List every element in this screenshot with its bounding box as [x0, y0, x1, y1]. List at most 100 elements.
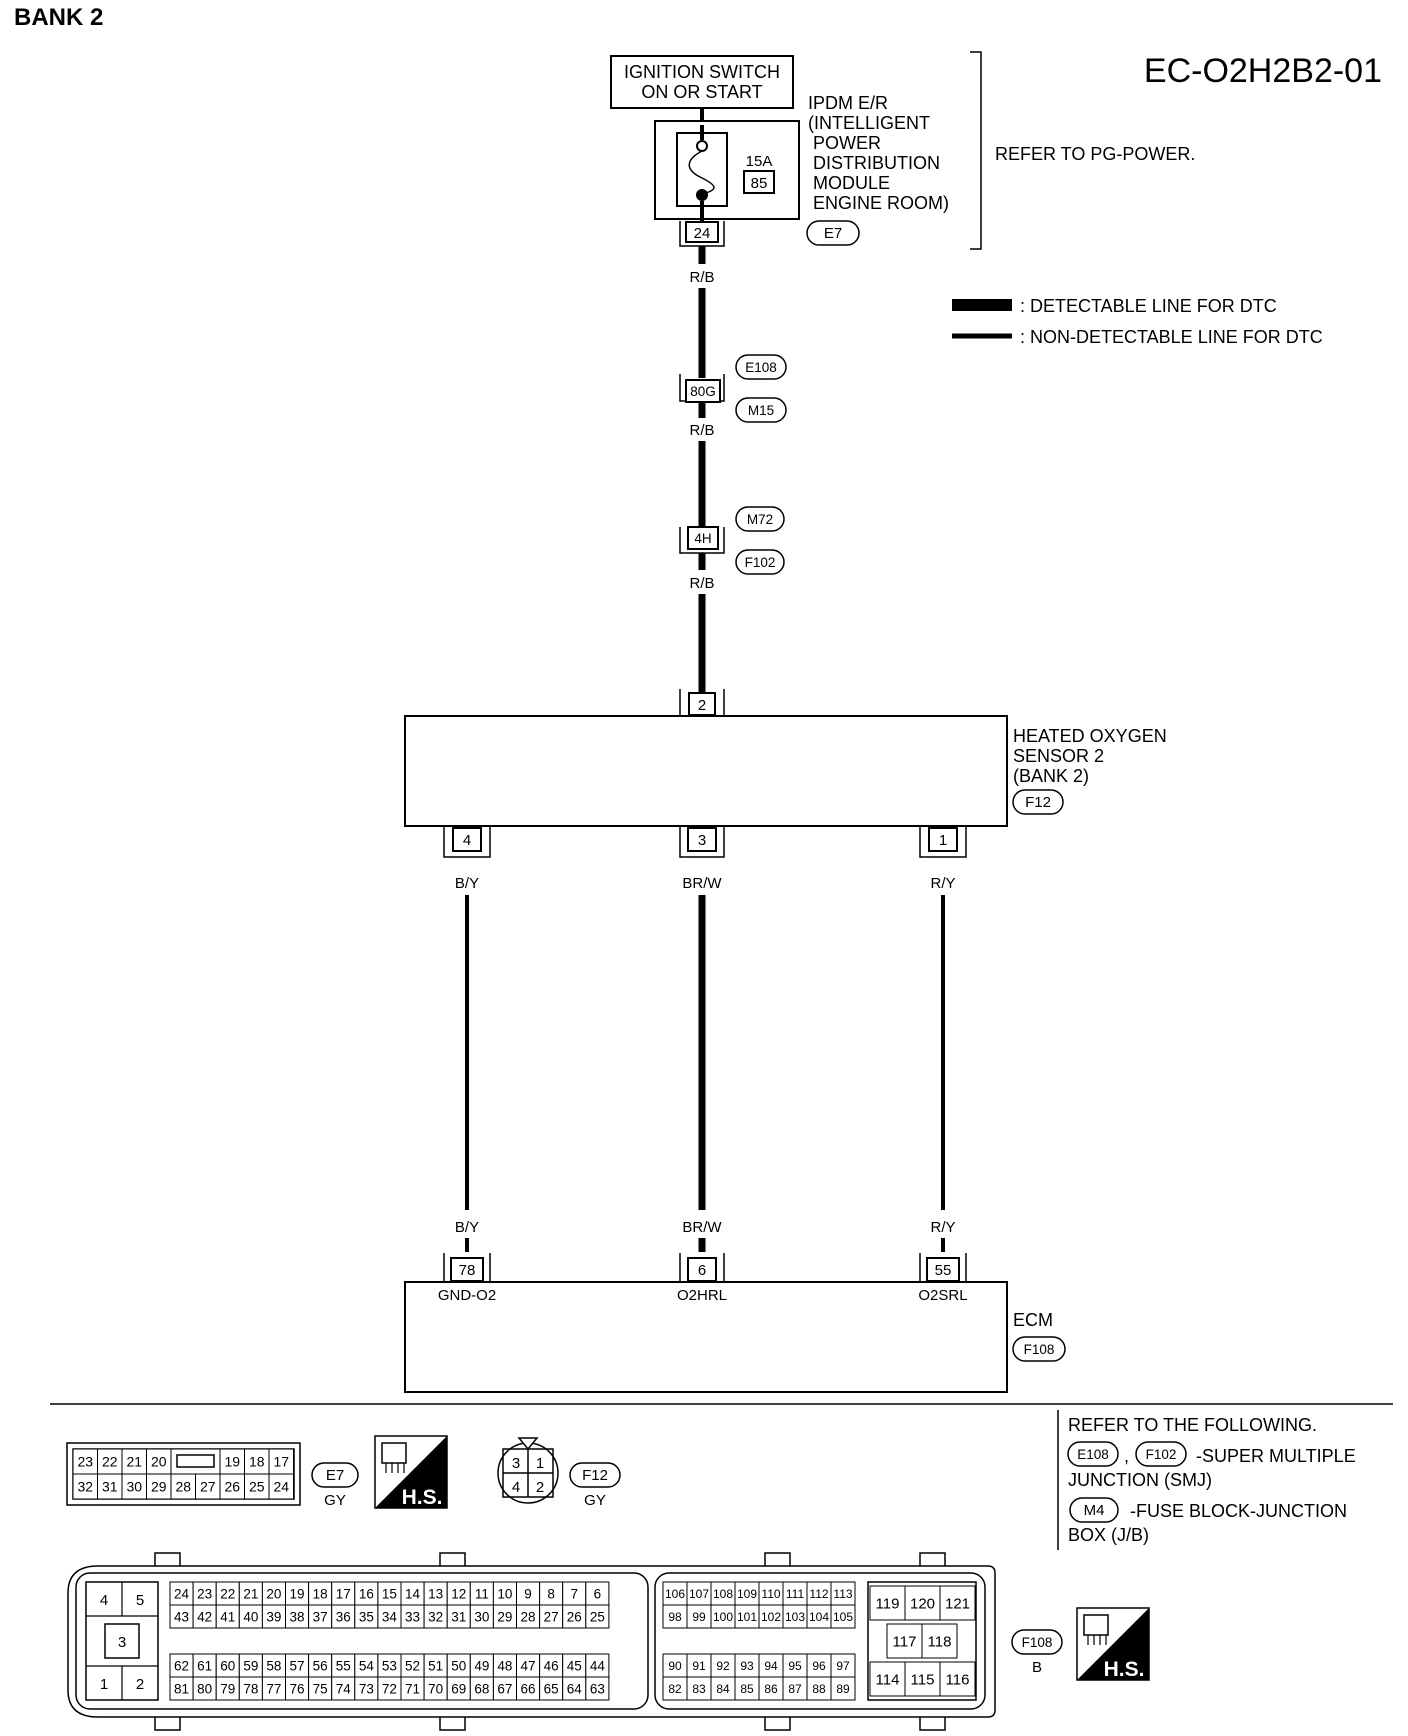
- f108-pin-label: 61: [197, 1658, 212, 1673]
- connector-f12-face-label: F12: [582, 1467, 608, 1484]
- f108-pin-label: 52: [405, 1658, 420, 1673]
- legend-non-detectable: : NON-DETECTABLE LINE FOR DTC: [1020, 327, 1323, 347]
- f108-pin-label: 79: [220, 1681, 235, 1696]
- diagram-code: EC-O2H2B2-01: [1144, 52, 1382, 90]
- svg-text:(BANK 2): (BANK 2): [1013, 766, 1089, 786]
- svg-text:1: 1: [536, 1455, 544, 1472]
- f108-pin-label: 32: [428, 1609, 443, 1624]
- power-wire-color-1: R/B: [689, 269, 714, 286]
- f108-pin-label: 9: [524, 1586, 532, 1601]
- f108-pin-label: 82: [668, 1682, 682, 1696]
- svg-text:H.S.: H.S.: [1104, 1658, 1145, 1681]
- f108-pin-label: 54: [359, 1658, 375, 1673]
- f108-pin-label: 47: [521, 1658, 536, 1673]
- ecm-pin-55: 55: [919, 1253, 967, 1283]
- f108-pin-label: 97: [836, 1659, 850, 1673]
- sensor-pin-1: 1: [919, 826, 967, 858]
- ecm-pin-name-o2srl: O2SRL: [918, 1287, 967, 1304]
- f108-pin-label: 57: [290, 1658, 305, 1673]
- f108-pin-label: 118: [928, 1633, 952, 1650]
- f108-pin-label: 59: [243, 1658, 258, 1673]
- f108-pin-label: 72: [382, 1681, 397, 1696]
- f108-pin-label: 112: [809, 1587, 828, 1601]
- svg-text:4: 4: [463, 832, 471, 849]
- f108-pin-label: 121: [945, 1595, 970, 1612]
- e7-pin-label: 22: [102, 1454, 118, 1470]
- ecm-pin-name-o2hrl: O2HRL: [677, 1287, 727, 1304]
- wire-color-brw-top: BR/W: [682, 875, 722, 892]
- ipdm-module: 15A 85: [654, 120, 800, 233]
- f108-pin-label: 35: [359, 1609, 374, 1624]
- f108-pin-label: 36: [336, 1609, 351, 1624]
- wire-color-ry-bottom: R/Y: [930, 1219, 955, 1236]
- e7-pin: [244, 1473, 270, 1500]
- svg-text:SENSOR 2: SENSOR 2: [1013, 746, 1104, 766]
- e7-pin-label: 18: [249, 1454, 265, 1470]
- ignition-label-2: ON OR START: [641, 82, 762, 102]
- f108-pin-label: 109: [737, 1587, 757, 1601]
- svg-text:3: 3: [698, 832, 706, 849]
- connector-e7-face-label: E7: [326, 1467, 344, 1484]
- f108-pin: [939, 1661, 976, 1697]
- f108-pin-label: 117: [893, 1633, 917, 1650]
- e7-pin-label: 25: [249, 1479, 265, 1495]
- refer-separator: ,: [1124, 1446, 1129, 1466]
- f108-pin-label: 108: [713, 1587, 733, 1601]
- e7-pin-label: 31: [102, 1479, 118, 1495]
- f108-pin-label: 26: [567, 1609, 582, 1624]
- refer-smj-text-1: -SUPER MULTIPLE: [1196, 1446, 1356, 1466]
- wire-color-ry-top: R/Y: [930, 875, 955, 892]
- svg-text:HEATED OXYGEN: HEATED OXYGEN: [1013, 726, 1167, 746]
- wire-color-by-bottom: B/Y: [455, 1219, 479, 1236]
- connector-tag-e7-label: E7: [824, 225, 842, 242]
- f108-pin-label: 104: [809, 1610, 829, 1624]
- f108-pin-label: 85: [740, 1682, 754, 1696]
- fuse-amp: 15A: [746, 153, 773, 170]
- f108-pin-label: 28: [521, 1609, 536, 1624]
- f108-pin-label: 12: [451, 1586, 466, 1601]
- svg-text:4: 4: [100, 1592, 108, 1609]
- f108-pin-label: 44: [590, 1658, 606, 1673]
- ecm-pin-name-gnd: GND-O2: [438, 1287, 496, 1304]
- f108-pin-label: 39: [266, 1609, 281, 1624]
- heated-oxygen-sensor-box: [404, 715, 1008, 827]
- f108-pin-label: 100: [713, 1610, 733, 1624]
- f108-pin-label: 84: [716, 1682, 730, 1696]
- f108-pin-label: 37: [313, 1609, 328, 1624]
- f108-pin-label: 42: [197, 1609, 212, 1624]
- connector-f108-color: B: [1032, 1659, 1042, 1676]
- f108-pin-label: 83: [692, 1682, 706, 1696]
- f108-pin-label: 7: [570, 1586, 578, 1601]
- f108-pin-label: 92: [716, 1659, 730, 1673]
- f108-pin-label: 51: [428, 1658, 443, 1673]
- connector-tag-e7: [806, 220, 860, 246]
- f108-pin-label: 15: [382, 1586, 397, 1601]
- f108-pin-label: 55: [336, 1658, 351, 1673]
- f108-pin-label: 76: [290, 1681, 305, 1696]
- svg-text:78: 78: [459, 1262, 476, 1279]
- f108-pin-label: 24: [174, 1586, 190, 1601]
- f108-pin-label: 74: [336, 1681, 352, 1696]
- ignition-switch-box: [610, 55, 794, 109]
- e7-pin: [170, 1473, 196, 1500]
- f108-pin-label: 8: [547, 1586, 555, 1601]
- f108-pin-label: 96: [812, 1659, 826, 1673]
- connector-tag-f102: [735, 549, 785, 575]
- e7-pin: [146, 1448, 172, 1475]
- f108-pin-label: 23: [197, 1586, 212, 1601]
- f108-pin-label: 116: [946, 1671, 970, 1688]
- f108-pin-label: 91: [692, 1659, 706, 1673]
- f108-pin-label: 86: [764, 1682, 778, 1696]
- svg-text:5: 5: [136, 1592, 144, 1609]
- f108-pin-label: 29: [497, 1609, 512, 1624]
- f108-pin-label: 10: [497, 1586, 512, 1601]
- f108-pin-label: 11: [475, 1586, 489, 1601]
- f108-pin: [830, 1604, 856, 1629]
- e7-pin: [72, 1448, 98, 1475]
- connector-f108-face-label: F108: [1022, 1635, 1053, 1650]
- f108-pin-label: 80: [197, 1681, 212, 1696]
- e7-pin-label: 32: [77, 1479, 93, 1495]
- f108-pin-label: 78: [243, 1681, 258, 1696]
- f108-pin-label: 48: [497, 1658, 512, 1673]
